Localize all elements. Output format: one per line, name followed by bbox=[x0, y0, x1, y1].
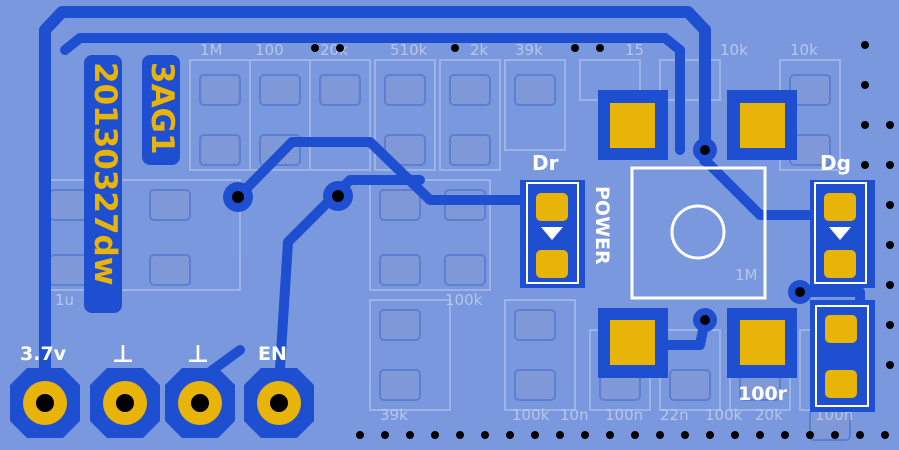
ghost-label: 20k bbox=[320, 41, 348, 59]
version-label: 3AG1 bbox=[144, 62, 180, 155]
ghost-label: 10n bbox=[560, 406, 589, 424]
pad bbox=[825, 370, 857, 398]
ghost-label: 10k bbox=[720, 41, 748, 59]
pin-gnd-2[interactable] bbox=[165, 368, 235, 438]
ghost-label: 39k bbox=[515, 41, 543, 59]
pin-en[interactable] bbox=[244, 368, 314, 438]
led-direction-arrow bbox=[829, 227, 851, 240]
pin-label-3v7: 3.7v bbox=[20, 343, 67, 365]
switch-actuator bbox=[670, 204, 726, 260]
led-dr-label: Dr bbox=[532, 151, 559, 175]
power-switch-footprint bbox=[598, 90, 797, 378]
pad bbox=[610, 103, 655, 148]
resistor-100r-footprint bbox=[810, 300, 875, 412]
ghost-labels-bottom: 39k 100k 10n 100n 22n 100k 20k 100n bbox=[380, 406, 853, 424]
pad bbox=[824, 250, 856, 278]
date-label: 20130327dw bbox=[87, 62, 123, 285]
pin-label-gnd: ⊥ bbox=[112, 340, 134, 368]
ghost-pads bbox=[49, 74, 851, 441]
ghost-label: 100k bbox=[445, 291, 483, 309]
ghost-label: 1M bbox=[735, 266, 758, 284]
resistor-label: 100r bbox=[738, 383, 788, 405]
ghost-label: 20k bbox=[755, 406, 783, 424]
pad bbox=[825, 315, 857, 343]
pin-gnd-1[interactable] bbox=[90, 368, 160, 438]
ghost-label: 39k bbox=[380, 406, 408, 424]
power-label: POWER bbox=[591, 186, 613, 265]
edge-cut-marks bbox=[311, 41, 894, 439]
ghost-label: 1u bbox=[55, 291, 74, 309]
ghost-label: 100 bbox=[255, 41, 284, 59]
board-text: 20130327dw 3AG1 bbox=[84, 55, 180, 313]
ghost-label: 100n bbox=[605, 406, 643, 424]
pin-3v7[interactable] bbox=[10, 368, 80, 438]
ghost-label: 510k bbox=[390, 41, 428, 59]
pad bbox=[740, 320, 785, 365]
ghost-label: 1M bbox=[200, 41, 223, 59]
pad bbox=[536, 193, 568, 221]
pad bbox=[610, 320, 655, 365]
pad bbox=[824, 193, 856, 221]
ghost-label: 100k bbox=[512, 406, 550, 424]
led-direction-arrow bbox=[541, 227, 563, 240]
pad bbox=[740, 103, 785, 148]
ghost-label: 10k bbox=[790, 41, 818, 59]
led-dg-label: Dg bbox=[820, 151, 851, 175]
ghost-label: 2k bbox=[470, 41, 489, 59]
ghost-labels-middle: 100k 1M 1u bbox=[55, 266, 758, 309]
led-dr-footprint bbox=[520, 180, 585, 288]
header-pins: 3.7v ⊥ ⊥ EN bbox=[10, 340, 314, 438]
pin-label-en: EN bbox=[258, 343, 287, 365]
ghost-labels-top: 1M 100 20k 510k 2k 39k 15 10k 10k bbox=[200, 41, 818, 59]
ghost-label: 15 bbox=[625, 41, 644, 59]
pad bbox=[536, 250, 568, 278]
switch-body-outline bbox=[630, 166, 767, 300]
ghost-label: 100k bbox=[705, 406, 743, 424]
pin-label-gnd: ⊥ bbox=[187, 340, 209, 368]
led-dg-footprint bbox=[810, 180, 875, 288]
ghost-label: 22n bbox=[660, 406, 689, 424]
vias bbox=[223, 138, 812, 332]
